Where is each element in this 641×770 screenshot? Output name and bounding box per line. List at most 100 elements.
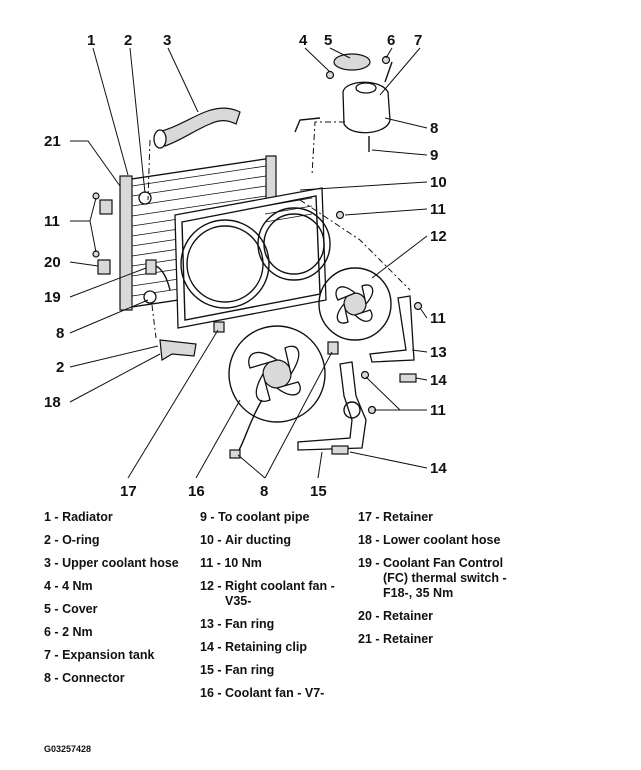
legend-item-number: 15 [200,663,214,677]
retainer-17-drawing [213,321,225,333]
legend-item-text: Right coolant fan -V35- [225,579,335,608]
fan-ring-13-drawing [369,295,415,363]
legend-item: 7 - Expansion tank [44,648,179,663]
legend-item-text: Retainer [383,510,434,524]
callout-15: 15 [310,483,327,500]
callout-9: 9 [430,147,438,164]
legend-item-text: Fan ring [225,663,275,677]
legend-item-separator: - [50,648,63,662]
legend-item-text: O-ring [62,533,100,547]
legend-item-number: 6 [44,625,51,639]
legend-item-text: Cover [62,602,98,616]
figure-code: G03257428 [44,744,92,754]
legend-item-number: 8 [44,671,51,685]
legend-item-separator: - [213,533,226,547]
thermal-switch-drawing [145,259,171,291]
legend-item-number: 21 [358,632,372,646]
legend-item-separator: - [213,579,226,593]
legend-item: 17 - Retainer [358,510,508,525]
coolant-fan-v7-drawing [228,325,326,459]
legend-item: 11 - 10 Nm [200,556,335,571]
assembly-lines [147,121,411,339]
callout-10: 10 [430,174,447,191]
legend-item-separator: - [50,579,63,593]
expansion-tank-drawing [294,53,393,152]
legend-item-text: 2 Nm [62,625,93,639]
legend-item-separator: - [213,556,225,570]
legend-item-separator: - [50,533,63,547]
callout-labels: 1 2 3 4 5 6 7 8 9 10 11 12 21 11 20 19 1… [44,32,447,500]
legend-item-text: Fan ring [225,617,275,631]
legend-item-text: Radiator [62,510,113,524]
legend-item-separator: - [213,617,226,631]
legend-item-text: Retainer [383,632,434,646]
callout-14-upper: 14 [430,372,447,389]
callout-4: 4 [299,32,308,49]
retainer-21-drawing [99,199,113,215]
callout-11-left: 11 [44,213,60,230]
legend-item-separator: - [50,556,63,570]
callout-2: 2 [124,32,132,49]
legend-item: 12 - Right coolant fan -V35- [200,579,335,609]
legend-item-number: 9 [200,510,207,524]
legend-item: 9 - To coolant pipe [200,510,335,525]
legend-item-number: 1 [44,510,51,524]
legend-item: 18 - Lower coolant hose [358,533,508,548]
legend-item: 6 - 2 Nm [44,625,179,640]
legend-item-text: Air ducting [225,533,291,547]
legend-item-number: 13 [200,617,214,631]
callout-3: 3 [163,32,171,49]
legend-item: 10 - Air ducting [200,533,335,548]
callout-8-bottom: 8 [260,483,268,500]
legend-item-text: Lower coolant hose [383,533,501,547]
callout-2-left: 2 [56,359,64,376]
legend-item-separator: - [50,510,63,524]
legend-item-text: 10 Nm [224,556,262,570]
legend-item-number: 18 [358,533,372,547]
legend-item: 19 - Coolant Fan Control (FC) thermal sw… [358,556,508,601]
legend-item-number: 2 [44,533,51,547]
legend-item: 15 - Fan ring [200,663,335,678]
legend-item-text: Expansion tank [62,648,155,662]
callout-17: 17 [120,483,137,500]
upper-coolant-hose-drawing [153,107,241,149]
legend-item-number: 19 [358,556,372,570]
legend-item-number: 10 [200,533,214,547]
legend-item-text: Connector [62,671,125,685]
legend-item: 13 - Fan ring [200,617,335,632]
legend-item-separator: - [371,632,384,646]
retainer-20-drawing [97,259,111,275]
legend-item-text: Coolant Fan Control (FC) thermal switch … [383,556,507,600]
legend-item: 1 - Radiator [44,510,179,525]
legend-column-2: 9 - To coolant pipe 10 - Air ducting 11 - … [200,510,335,709]
callout-21: 21 [44,133,61,150]
o-ring-upper-drawing [138,191,152,205]
right-coolant-fan-drawing [318,267,392,355]
callout-16: 16 [188,483,205,500]
legend-item-separator: - [213,686,226,700]
retaining-clip-upper-drawing [399,373,417,383]
legend-item-separator: - [206,510,219,524]
legend-item-number: 12 [200,579,214,593]
fan-ring-15-drawing [297,361,367,451]
legend-item-number: 5 [44,602,51,616]
legend-item: 4 - 4 Nm [44,579,179,594]
legend-item-text: Coolant fan - V7- [225,686,325,700]
legend-item-separator: - [371,556,384,570]
legend-item-number: 14 [200,640,214,654]
legend-item-number: 20 [358,609,372,623]
legend-item-number: 3 [44,556,51,570]
legend-item-separator: - [50,671,63,685]
legend-item: 2 - O-ring [44,533,179,548]
legend-item: 14 - Retaining clip [200,640,335,655]
callout-6: 6 [387,32,395,49]
callout-20: 20 [44,254,61,271]
callout-14-lower: 14 [430,460,447,477]
callout-7: 7 [414,32,422,49]
callout-19: 19 [44,289,61,306]
legend-item-separator: - [50,602,63,616]
legend-item-separator: - [371,533,384,547]
legend-item-text: 4 Nm [62,579,93,593]
